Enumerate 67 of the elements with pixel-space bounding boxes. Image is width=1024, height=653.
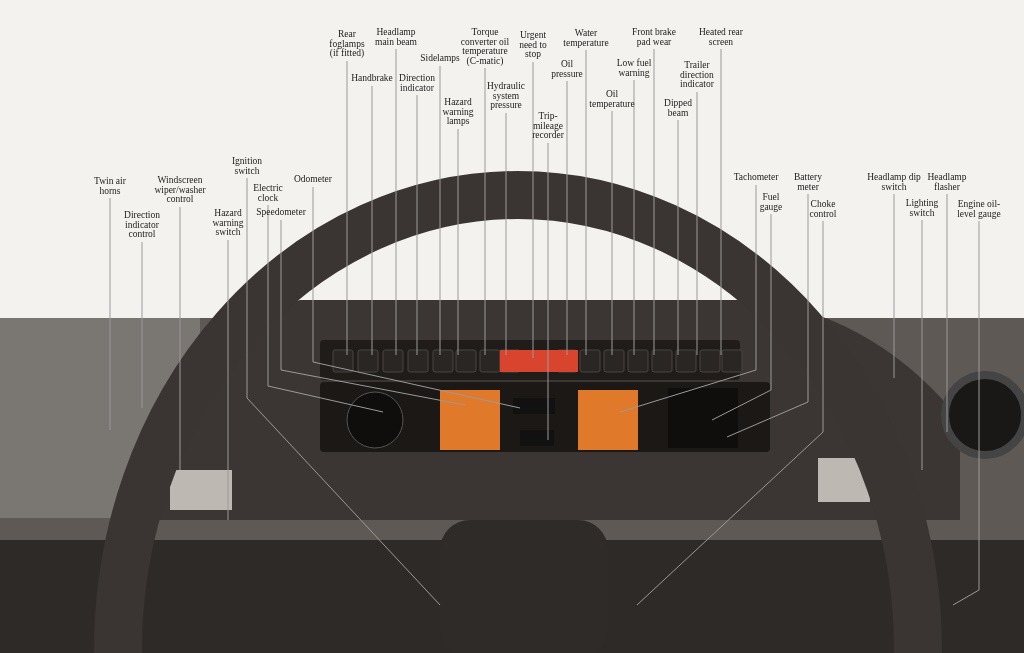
part-label: Direction indicator control [119,211,165,240]
part-label: Twin air horns [84,177,136,196]
leader-line [677,119,679,356]
part-label: Headlamp flasher [923,173,971,192]
part-label: Hydraulic system pressure [486,82,526,111]
part-label: Battery meter [786,173,830,192]
part-label: Direction indicator [394,74,440,93]
part-label: Front brake pad wear [627,28,681,47]
part-label: Water temperature [557,29,615,48]
part-label: Urgent need to stop [514,31,552,60]
leader-line [547,142,549,441]
part-label: Tachometer [727,173,785,183]
part-label: Sidelamps [417,54,463,64]
leader-line [893,193,895,379]
leader-line [952,220,980,606]
part-label: Heated rear screen [694,28,748,47]
leader-line [280,219,466,406]
leader-line [227,239,229,521]
part-label: Dipped beam [658,99,698,118]
leader-line [653,48,655,356]
leader-line [585,49,587,356]
part-label: Hazard warning lamps [438,98,478,127]
leader-line [439,65,441,356]
part-label: Speedometer [251,208,311,218]
leader-line [371,85,373,356]
part-label: Windscreen wiper/washer control [148,176,212,205]
part-label: Ignition switch [226,157,268,176]
part-label: Headlamp main beam [371,28,421,47]
leader-line [395,48,397,356]
part-label: Engine oil-level gauge [956,200,1002,219]
part-label: Oil temperature [586,90,638,109]
leader-line [179,206,181,471]
leader-line [246,177,441,606]
part-label: Choke control [800,200,846,219]
leader-line [267,204,384,413]
part-label: Fuel gauge [753,193,789,212]
leader-line [636,220,824,606]
leader-line [921,219,923,471]
leader-line [711,213,772,421]
part-label: Electric clock [251,184,285,203]
leader-line [457,128,459,356]
leader-line [141,241,143,409]
part-label: Handbrake [349,74,395,84]
leader-line [346,60,348,356]
part-label: Odometer [288,175,338,185]
part-label: Headlamp dip switch [867,173,921,192]
part-label: Oil pressure [544,60,590,79]
leader-line [566,80,568,356]
part-label: Trip-mileage recorder [528,112,568,141]
leader-line [726,193,809,438]
part-label: Hazard warning switch [208,209,248,238]
leader-line [505,112,507,356]
leader-line [946,193,948,433]
leader-line [109,197,111,431]
leader-line [484,67,486,356]
leader-line [532,61,534,359]
leader-line [633,79,635,356]
part-label: Lighting switch [901,199,943,218]
part-label: Low fuel warning [614,59,654,78]
leader-line [696,91,698,356]
leader-line [720,48,722,356]
leader-line [611,110,613,356]
part-label: Rear foglamps (if fitted) [324,30,370,59]
leader-line [312,186,521,409]
leader-line [416,94,418,356]
leader-line [619,184,757,413]
part-label: Trailer direction indicator [673,61,721,90]
